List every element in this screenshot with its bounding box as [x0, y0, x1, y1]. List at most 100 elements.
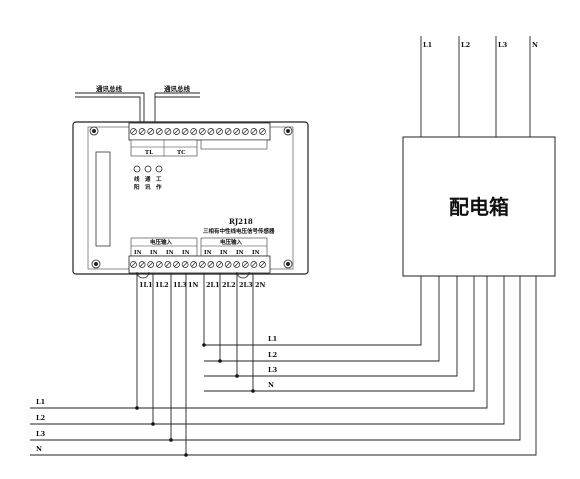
comm-bus-label-1: 通讯总线 — [96, 84, 123, 93]
bottom-label-l1: L1 — [36, 398, 45, 406]
mid-label-l3: L3 — [268, 366, 278, 374]
indicator-leds: 线 通 工 阳 讯 作 — [133, 165, 163, 191]
terminal-label: 1L1 — [139, 281, 153, 289]
top-group-label-1: TL — [145, 150, 153, 156]
terminal-screw-icon — [243, 129, 248, 134]
terminal-label: 1N — [188, 281, 199, 289]
comm-bus-label-2: 通讯总线 — [164, 84, 191, 93]
mid-label-l1: L1 — [268, 335, 277, 343]
terminal-screw-icon — [139, 262, 145, 267]
terminal-screw-icon — [139, 129, 145, 134]
terminal-screw-icon — [200, 262, 205, 267]
terminal-screw-icon — [217, 262, 222, 267]
comm-bus — [75, 92, 200, 127]
terminal-screw-icon — [260, 129, 265, 134]
terminal-label: 1L3 — [173, 281, 187, 289]
supply-labels: L1 L2 L3 N — [423, 41, 538, 49]
input-cell-label: IN — [220, 250, 228, 256]
terminal-screw-icon — [148, 262, 153, 267]
bottom-line-n — [30, 276, 537, 456]
distribution-box-title: 配电箱 — [449, 195, 509, 219]
bottom-label-n: N — [36, 445, 42, 453]
terminal-screw-icon — [131, 129, 136, 134]
module-subtitle: 三相有中性线电压信号传感器 — [203, 227, 275, 235]
terminal-screw-icon — [191, 262, 196, 267]
led-label: 线 — [134, 175, 140, 183]
led-icon — [144, 165, 152, 173]
mid-line-labels: L1 L2 L3 N — [268, 335, 278, 389]
terminal-screw-icon — [243, 262, 248, 267]
mid-line-n — [204, 276, 475, 392]
led-icon — [133, 165, 141, 173]
led-label: 讯 — [145, 183, 151, 191]
bottom-group-label-2: 电压输入 — [220, 238, 243, 246]
supply-label-l3: L3 — [498, 41, 508, 49]
bottom-label-l3: L3 — [36, 430, 46, 438]
input-cell-label: IN — [252, 250, 260, 256]
terminal-screw-icon — [131, 262, 136, 267]
mid-line-l1 — [204, 276, 422, 346]
led-label: 通 — [145, 175, 151, 183]
mid-label-n: N — [268, 381, 274, 389]
bottom-label-l2: L2 — [36, 414, 45, 422]
terminal-screw-icon — [174, 262, 179, 267]
junction-dots — [135, 343, 255, 457]
input-cell-label: IN — [166, 250, 174, 256]
input-cell-label: IN — [150, 250, 158, 256]
supply-label-l1: L1 — [423, 41, 432, 49]
terminal-screw-icon — [157, 262, 162, 267]
module-body — [72, 121, 309, 275]
terminal-label: 2L3 — [239, 281, 253, 289]
supply-label-l2: L2 — [461, 41, 470, 49]
supply-label-n: N — [532, 41, 538, 49]
terminal-screw-icon — [165, 262, 171, 267]
terminal-screw-icon — [234, 129, 239, 134]
supply-lines — [420, 36, 531, 137]
screw-icon — [89, 126, 293, 269]
terminal-label: 1L2 — [155, 281, 169, 289]
terminal-screw-icon — [225, 262, 231, 267]
bottom-line-labels: L1 L2 L3 N — [36, 398, 46, 453]
led-label: 作 — [156, 183, 162, 191]
terminal-screw-icon — [225, 129, 231, 134]
led-label: 阳 — [134, 183, 140, 191]
terminal-screw-icon — [157, 129, 162, 134]
bottom-line-l1 — [30, 276, 488, 409]
distribution-box: 配电箱 — [402, 136, 556, 277]
sensor-module: TL TC 线 通 工 阳 讯 作 RJ218 三相有中性线电压信号传感器 电压… — [72, 121, 309, 279]
terminal-label: 2L1 — [206, 281, 220, 289]
mid-line-l3 — [204, 276, 458, 377]
terminal-screw-icon — [208, 129, 214, 134]
comm-bus-wire-1 — [75, 92, 145, 127]
terminal-screw-icon — [251, 129, 257, 134]
led-label: 工 — [156, 176, 162, 183]
top-terminal-block: TL TC — [128, 122, 271, 157]
distribution-box-frame — [402, 136, 556, 277]
bottom-line-l2 — [30, 276, 505, 425]
input-cell-label: IN — [204, 250, 212, 256]
terminal-label: 2L2 — [222, 281, 236, 289]
terminal-screw-icon — [251, 262, 257, 267]
terminal-screw-icon — [260, 262, 265, 267]
terminal-screw-icon — [191, 129, 196, 134]
comm-bus-wire-2 — [75, 96, 141, 127]
terminal-screw-icon — [208, 262, 214, 267]
input-cell-label: IN — [182, 250, 190, 256]
terminal-screw-icon — [174, 129, 179, 134]
mid-line-l2 — [204, 276, 440, 362]
terminal-screw-icon — [165, 129, 171, 134]
bottom-group-label-1: 电压输入 — [150, 238, 173, 246]
terminal-screw-icon — [200, 129, 205, 134]
module-model: RJ218 — [229, 217, 253, 226]
terminal-screw-icon — [182, 129, 188, 134]
display-window — [95, 151, 111, 247]
terminal-screw-icon — [182, 262, 188, 267]
terminal-label: 2N — [255, 281, 266, 289]
terminal-screw-icon — [148, 129, 153, 134]
bottom-line-l3 — [30, 276, 521, 441]
terminal-screw-icon — [217, 129, 222, 134]
wiring — [30, 273, 537, 456]
